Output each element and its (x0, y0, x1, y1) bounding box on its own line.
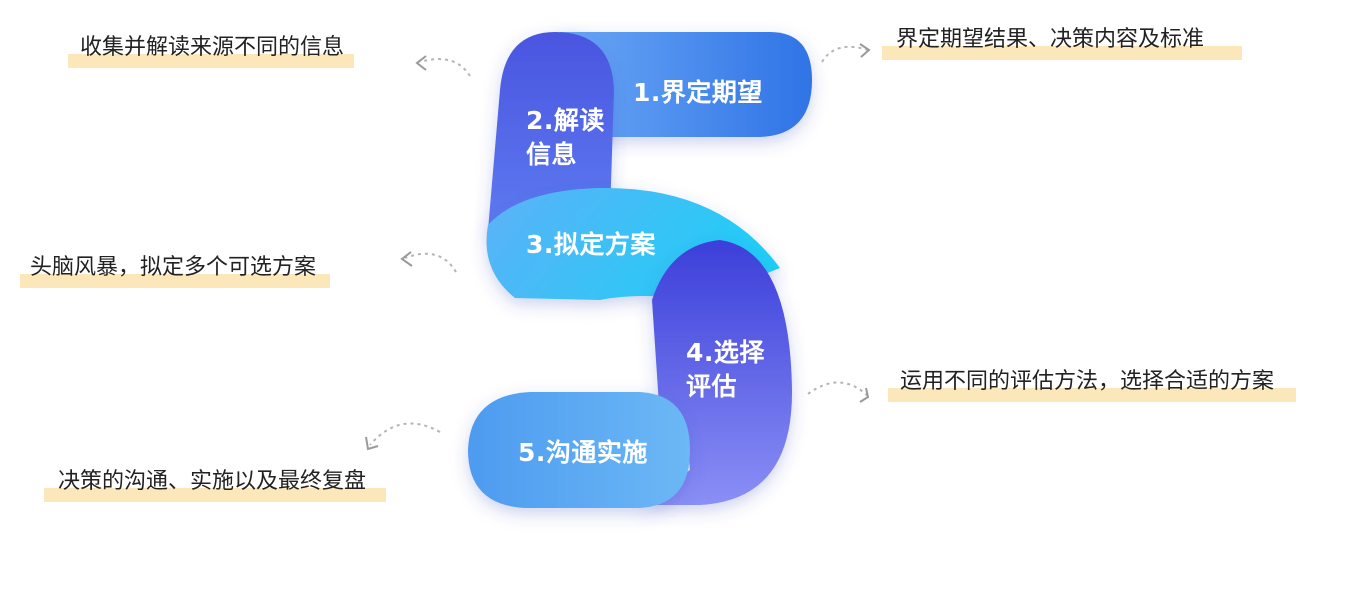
note-step1: 界定期望结果、决策内容及标准 (882, 26, 1243, 60)
arrow-step5 (369, 422, 441, 446)
step5-segment (468, 392, 690, 508)
arrow-heads (365, 43, 871, 451)
step1-segment (560, 32, 812, 137)
step4-label: 4.选择 评估 (686, 336, 765, 404)
note-step5: 决策的沟通、实施以及最终复盘 (44, 468, 387, 502)
connector-arrows (369, 46, 869, 446)
step2-label-line1: 2.解读 (526, 106, 605, 135)
step4-segment (640, 240, 793, 505)
note-step3: 头脑风暴，拟定多个可选方案 (20, 254, 331, 288)
step3-label: 3.拟定方案 (526, 230, 656, 259)
note-step4: 运用不同的评估方法，选择合适的方案 (888, 368, 1297, 402)
arrow-step2 (419, 58, 471, 77)
step4-label-line1: 4.选择 (686, 338, 765, 367)
step4-label-line2: 评估 (686, 372, 738, 401)
note-step2: 收集并解读来源不同的信息 (68, 34, 355, 68)
step1-label: 1.界定期望 (633, 78, 763, 107)
step2-label-line2: 信息 (526, 140, 578, 169)
step2-segment (488, 32, 614, 230)
step2-label: 2.解读 信息 (526, 104, 605, 172)
step5-label: 5.沟通实施 (518, 438, 648, 467)
arrow-step3 (404, 252, 457, 273)
arrow-step4 (807, 381, 869, 397)
arrow-step1 (821, 46, 869, 63)
